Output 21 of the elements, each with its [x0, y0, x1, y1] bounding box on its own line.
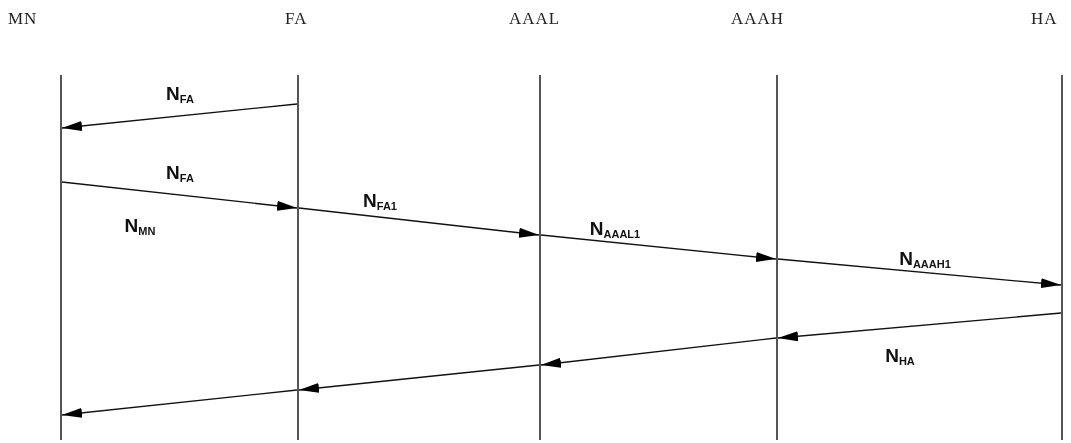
message-arrow: [61, 389, 298, 418]
edge-label: N$_{AAAL1}$: [589, 218, 641, 240]
participant-label: HA: [1031, 9, 1058, 29]
participant-label: FA: [285, 9, 308, 29]
participant-label: MN: [8, 9, 38, 29]
message-arrow: [777, 312, 1062, 342]
edge-label: N$_{FA}$: [166, 162, 194, 184]
message-label: N$_{MN}$: [124, 215, 156, 237]
edge-label: N$_{HA}$: [885, 345, 915, 367]
participant-label: AAAL: [509, 9, 561, 29]
message-arrow: [540, 234, 777, 262]
edge-label: N$_{FA1}$: [363, 190, 397, 212]
message-arrow: [298, 207, 540, 238]
message-arrow: [61, 103, 298, 131]
edge-label: N$_{AAAH1}$: [899, 248, 951, 270]
edge-label: N$_{FA}$: [166, 83, 194, 105]
message-arrow: [298, 364, 540, 393]
message-arrow: [540, 337, 777, 368]
message-arrow: [777, 258, 1062, 289]
participant-label: AAAH: [731, 9, 785, 29]
message-arrow: [61, 181, 298, 211]
